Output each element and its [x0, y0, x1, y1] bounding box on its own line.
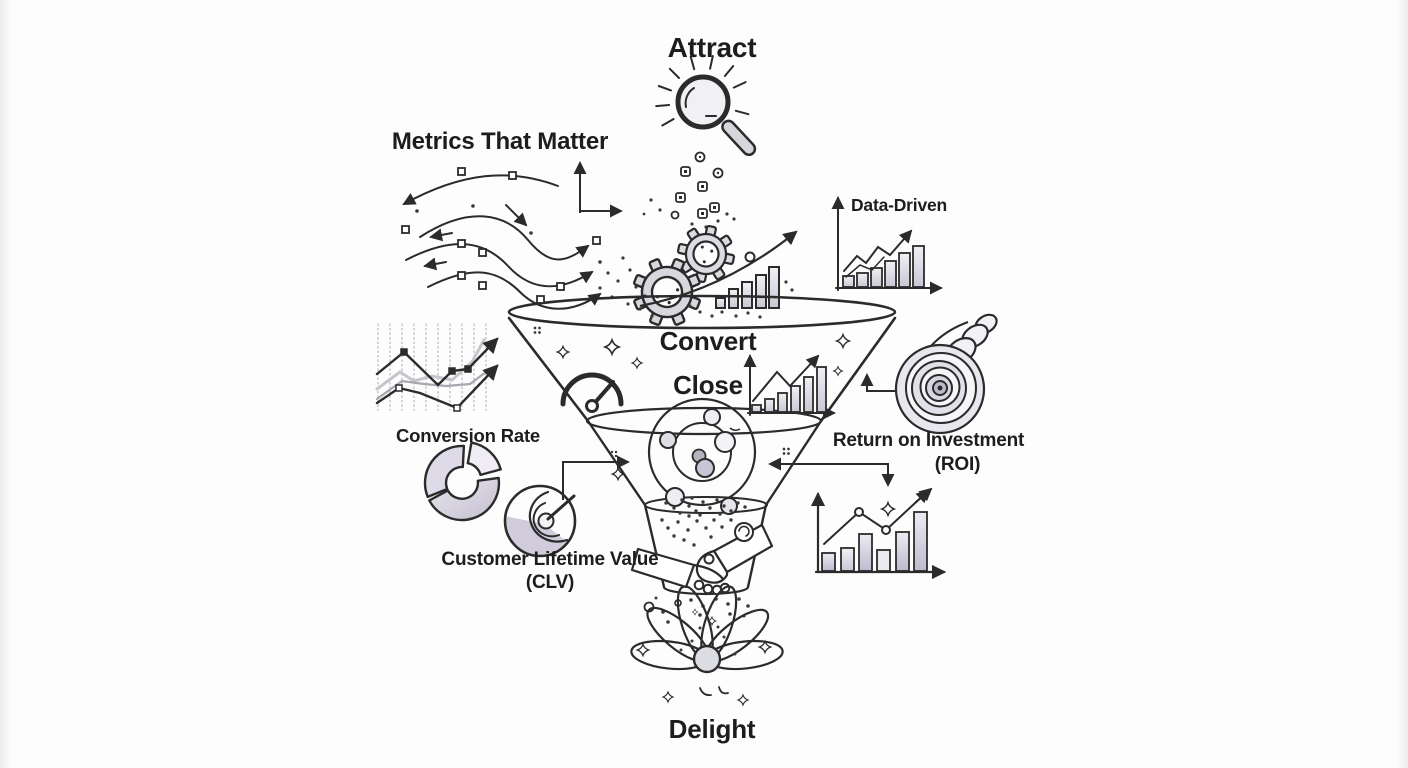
close-chart-icon — [743, 354, 836, 420]
flow-arrows-icon — [401, 167, 602, 310]
data-driven-label: Data-Driven — [850, 195, 948, 215]
magnifier-icon — [655, 55, 757, 157]
handshake-icon — [630, 514, 774, 596]
roi-bar-chart-icon — [810, 489, 947, 580]
clv-icon — [503, 484, 577, 558]
data-driven-chart-icon — [831, 196, 943, 295]
gauge-icon — [560, 372, 624, 413]
clv-label-line2: (CLV) — [525, 572, 575, 593]
pie-chart-icon — [423, 441, 502, 522]
stage-label-attract: Attract — [667, 32, 757, 63]
clv-label-line1: Customer Lifetime Value — [441, 549, 659, 570]
orbit-circles-icon — [647, 397, 757, 517]
stage-label-delight: Delight — [668, 714, 756, 744]
gears-icon — [598, 224, 736, 326]
stage-label-convert: Convert — [659, 326, 757, 356]
clv-connector — [562, 455, 630, 500]
falling-leads-icons — [642, 151, 736, 229]
growth-bars-icon — [639, 230, 798, 319]
delight-atom-icon — [630, 585, 784, 697]
roi-spiral-icon — [894, 313, 998, 435]
conversion-rate-label: Conversion Rate — [395, 425, 540, 446]
trend-lines-icon — [375, 323, 499, 412]
axis-icon — [573, 161, 623, 218]
roi-label-line1: Return on Investment — [832, 430, 1025, 451]
roi-label-line2: (ROI) — [934, 454, 981, 475]
metrics-title-label: Metrics That Matter — [391, 128, 609, 155]
stage-label-close: Close — [673, 370, 743, 400]
